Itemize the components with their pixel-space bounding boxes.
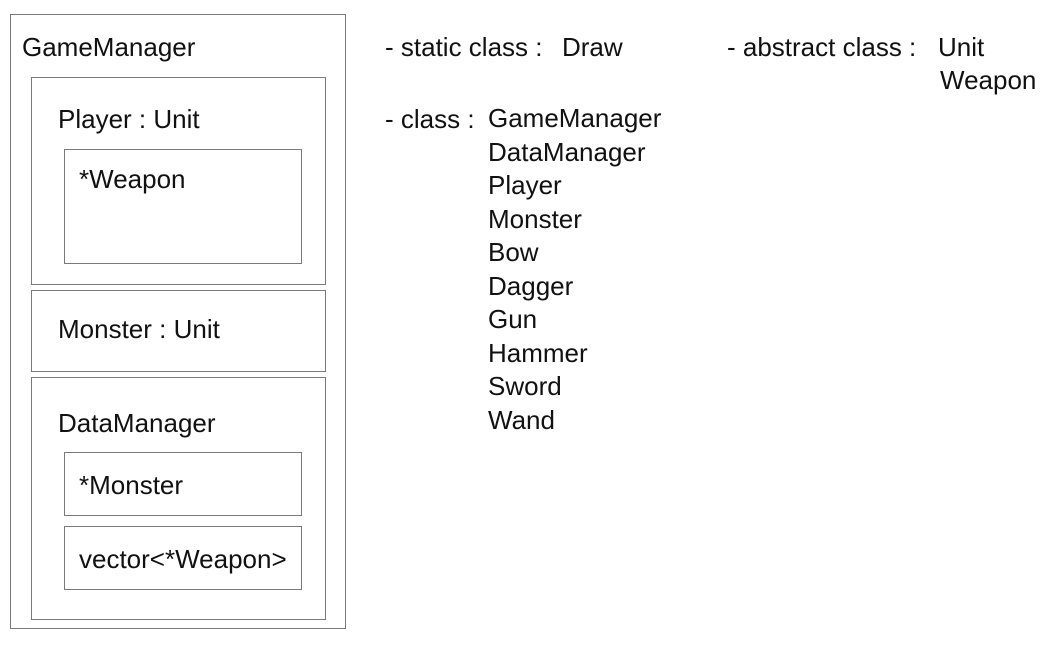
class-item-monster: Monster bbox=[488, 203, 582, 234]
data-manager-monster-box bbox=[64, 452, 302, 516]
abstract-class-weapon: Weapon bbox=[940, 65, 1037, 95]
class-item-gamemanager: GameManager bbox=[488, 103, 662, 133]
monster-box bbox=[31, 290, 326, 372]
data-manager-weapon-vector-box bbox=[64, 526, 302, 590]
player-title: Player : Unit bbox=[58, 104, 200, 134]
class-item-player: Player bbox=[488, 170, 562, 200]
monster-title: Monster : Unit bbox=[58, 314, 220, 344]
data-manager-weapon-vector-member: vector<*Weapon> bbox=[79, 544, 287, 574]
abstract-class-unit: Unit bbox=[938, 32, 985, 62]
class-item-sword: Sword bbox=[488, 371, 562, 401]
player-weapon-member: *Weapon bbox=[79, 164, 186, 194]
class-item-dagger: Dagger bbox=[488, 270, 574, 301]
class-prefix: - class : bbox=[385, 104, 482, 134]
class-item-wand: Wand bbox=[488, 404, 555, 435]
class-item-hammer: Hammer bbox=[488, 337, 588, 368]
abstract-class-prefix: - abstract class : bbox=[727, 32, 924, 62]
class-list: GameManager DataManager Player Monster B… bbox=[488, 102, 661, 437]
player-weapon-box bbox=[64, 149, 302, 264]
static-class-prefix: - static class : bbox=[385, 32, 550, 62]
data-manager-monster-member: *Monster bbox=[79, 470, 184, 500]
data-manager-title: DataManager bbox=[58, 408, 216, 438]
static-class-draw: Draw bbox=[562, 32, 623, 62]
class-item-bow: Bow bbox=[488, 237, 539, 267]
game-manager-title: GameManager bbox=[22, 32, 196, 62]
class-item-gun: Gun bbox=[488, 304, 538, 334]
class-item-datamanager: DataManager bbox=[488, 136, 646, 167]
